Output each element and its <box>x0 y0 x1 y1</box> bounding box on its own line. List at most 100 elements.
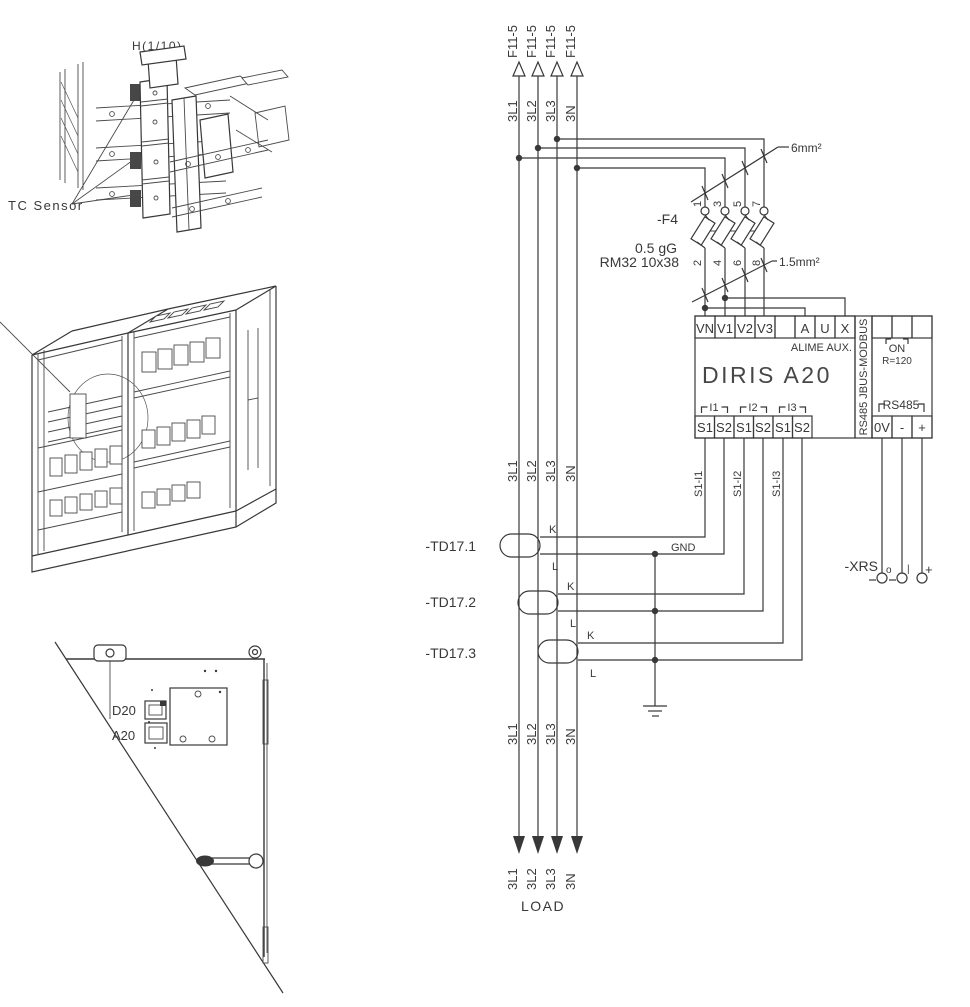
tc-sensor-detail-drawing: H(1/10) <box>8 39 290 233</box>
voltage-taps <box>515 135 765 207</box>
d20-label: D20 <box>112 703 136 718</box>
diris-a20-meter: VN V1 V2 V3 A U X ALIME AUX. DIRIS A20 I… <box>694 315 933 439</box>
phase-label: 3L2 <box>524 723 539 745</box>
phase-label: 3L2 <box>524 100 539 122</box>
fuse-block: 1 3 5 7 2 4 6 8 -F4 0.5 gG RM32 10x38 <box>600 201 775 316</box>
ct-wire-tag: S1-I3 <box>771 471 783 497</box>
phase-label: 3N <box>563 728 578 745</box>
termination-resistor-label: R=120 <box>882 356 912 367</box>
feeder-tag: F11-5 <box>524 25 539 58</box>
rs485-label: RS485 <box>883 398 920 412</box>
xrs-tag: -XRS <box>845 558 878 574</box>
terminal-label: S1 <box>775 420 791 435</box>
fuse-pole-2 <box>710 206 736 316</box>
ct-l-label: L <box>570 618 576 630</box>
cabinet-equipment <box>47 300 226 517</box>
display-d20: D20 <box>112 700 167 720</box>
terminal-label: 0V <box>874 420 890 435</box>
comm-side-label: RS485 JBUS-MODBUS <box>858 319 870 436</box>
feeder-tag: F11-5 <box>563 25 578 58</box>
fuse-pole-1 <box>690 206 716 316</box>
vertical-duct <box>139 45 202 233</box>
xrs-mark: | <box>907 564 910 575</box>
fuse-terminal-number: 7 <box>751 201 763 207</box>
fuse-model: RM32 10x38 <box>600 254 680 270</box>
phase-label: 3L2 <box>524 460 539 482</box>
phase-label: 3L2 <box>524 868 539 890</box>
fuse-terminal-number: 8 <box>751 260 763 266</box>
terminal-label: - <box>900 420 904 435</box>
fuse-terminal-number: 3 <box>712 201 724 207</box>
phase-label: 3L3 <box>543 460 558 482</box>
current-terminals: S1 S2 S1 S2 S1 S2 <box>694 415 813 439</box>
ct-l-label: L <box>590 668 596 680</box>
meter-cutout <box>169 687 228 746</box>
display-a20: A20 <box>112 722 168 744</box>
terminal-label: A <box>801 321 810 336</box>
phase-label: 3L1 <box>505 460 520 482</box>
terminal-label: S2 <box>794 420 810 435</box>
comm-module-detail: ON R=120 RS485 0V - + <box>871 315 933 439</box>
a20-label: A20 <box>112 728 135 743</box>
phase-label: 3L1 <box>505 100 520 122</box>
phase-label: 3L3 <box>543 100 558 122</box>
aux-label: ALIME AUX. <box>791 342 852 354</box>
fuse-pole-3 <box>730 206 756 316</box>
phase-label: 3N <box>563 873 578 890</box>
fuse-tag: -F4 <box>657 211 678 227</box>
ct-wire-tag: S1-I2 <box>732 471 744 497</box>
meter-title: DIRIS A20 <box>702 362 832 388</box>
fuse-terminal-number: 2 <box>692 260 704 266</box>
door-panel-drawing: D20 A20 <box>54 641 284 994</box>
cabinet-frame <box>31 285 277 573</box>
phase-label: 3L3 <box>543 723 558 745</box>
terminal-label: + <box>918 420 926 435</box>
fuse-pole-4 <box>749 206 775 316</box>
tc-sensor-label: TC Sensor <box>8 198 84 213</box>
ct-td17-2 <box>517 590 559 615</box>
right-plates <box>169 69 290 218</box>
gauge-aux-label: 1.5mm² <box>779 255 820 269</box>
current-group-label: I2 <box>748 402 757 414</box>
aux-supply-wires <box>701 294 846 316</box>
ct-l-label: L <box>552 561 558 573</box>
xrs-terminal <box>876 572 888 584</box>
gnd-label: GND <box>671 542 696 554</box>
xrs-terminal <box>916 572 928 584</box>
current-group-label: I1 <box>709 402 718 414</box>
feeders: F11-5 F11-5 F11-5 F11-5 3L1 3L2 3L3 3N 3… <box>505 25 584 914</box>
xrs-mark: o <box>886 565 892 576</box>
hinge-strip-bottom <box>262 926 269 964</box>
cabinet-inner-frame <box>37 290 271 554</box>
terminal-label: S1 <box>697 420 713 435</box>
gauge-marker-main: 6mm² <box>690 141 822 203</box>
ct-k-label: K <box>587 630 595 642</box>
voltage-terminals: VN V1 V2 V3 A U X <box>694 315 856 339</box>
switchboard-isometric-drawing <box>0 285 277 573</box>
phase-label: 3N <box>563 465 578 482</box>
gauge-main-label: 6mm² <box>791 141 822 155</box>
phase-label: 3L3 <box>543 868 558 890</box>
fuse-terminal-number: 5 <box>732 201 744 207</box>
schematic: F11-5 F11-5 F11-5 F11-5 3L1 3L2 3L3 3N 3… <box>425 25 933 914</box>
terminal-label: X <box>841 321 850 336</box>
load-label: LOAD <box>521 898 565 914</box>
phase-label: 3L1 <box>505 723 520 745</box>
feeder-tag: F11-5 <box>505 25 520 58</box>
sensor-column <box>130 77 171 219</box>
terminal-label: U <box>820 321 829 336</box>
ct-tag: -TD17.3 <box>425 645 476 661</box>
hinge-strip-top <box>262 679 269 745</box>
terminal-label: S2 <box>755 420 771 435</box>
feeder-arrow-in <box>512 60 526 77</box>
ct-k-label: K <box>567 581 575 593</box>
door-handle <box>196 853 264 869</box>
terminal-label: VN <box>696 321 714 336</box>
phase-label: 3L1 <box>505 868 520 890</box>
ct-tag: -TD17.1 <box>425 538 476 554</box>
xrs-mark: + <box>925 562 933 577</box>
tc-sensor-callout: TC Sensor <box>8 99 141 213</box>
ct-wiring: S1-I1 S1-I2 S1-I3 GND <box>540 438 803 717</box>
